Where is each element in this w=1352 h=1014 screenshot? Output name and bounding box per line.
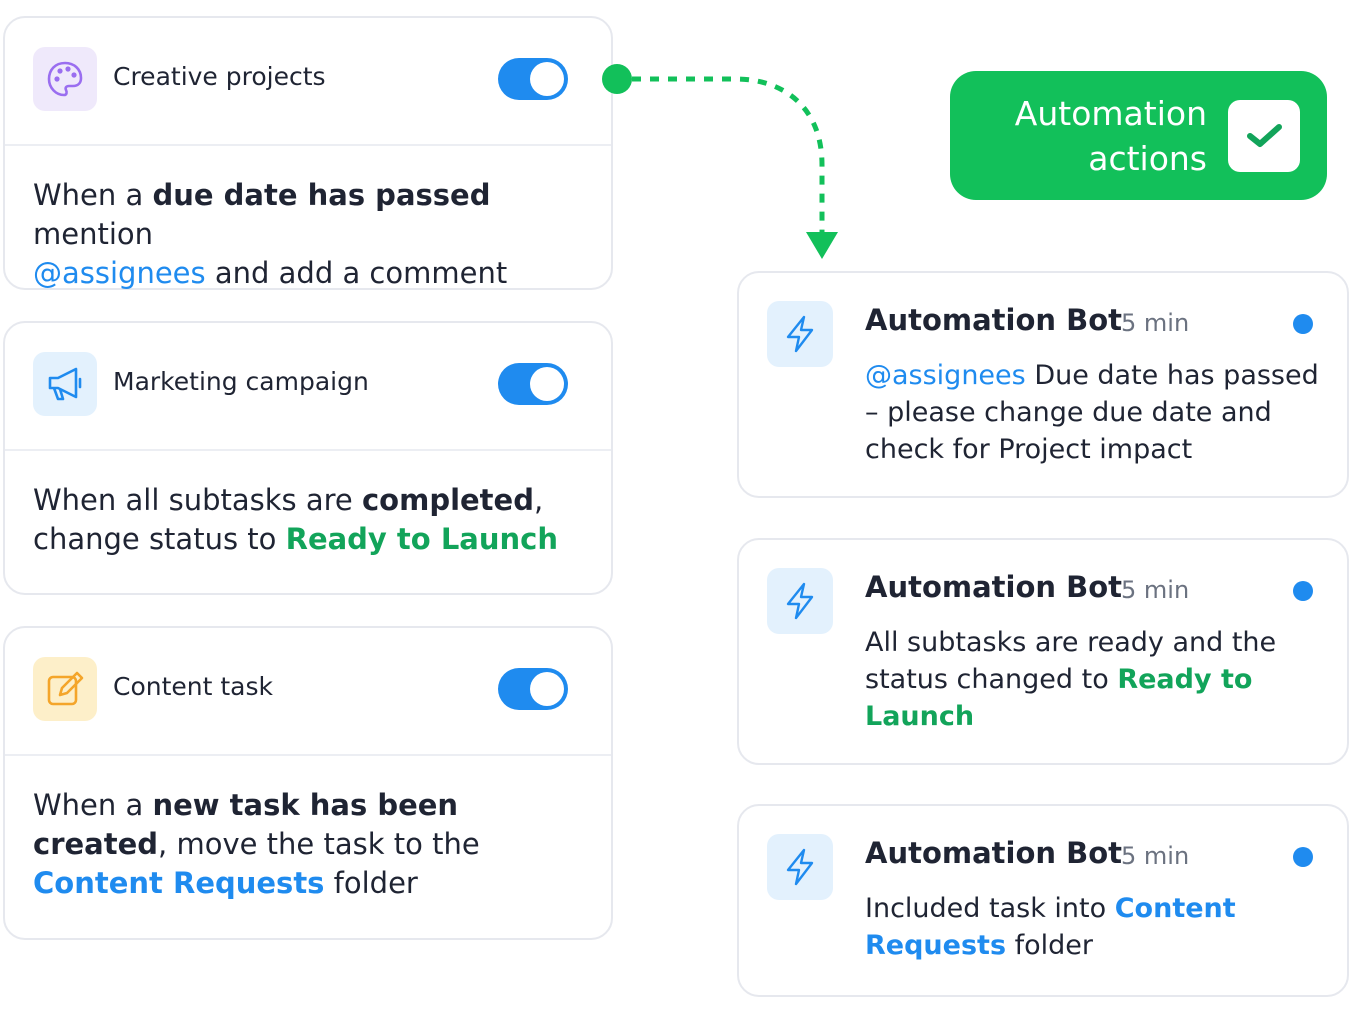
desc-text: When a [33, 788, 153, 822]
unread-dot [1293, 314, 1313, 334]
desc-text: folder [324, 866, 418, 900]
content-requests-link[interactable]: Content Requests [865, 893, 1236, 961]
message-timestamp: 5 min [1121, 576, 1190, 604]
content-requests-link[interactable]: Content Requests [33, 866, 325, 900]
megaphone-icon [33, 352, 97, 416]
badge-line: Automation [1014, 94, 1207, 133]
rule-toggle[interactable] [498, 58, 568, 100]
message-timestamp: 5 min [1121, 309, 1190, 337]
bot-message-text: Included task into Content Requests fold… [865, 890, 1331, 964]
bot-message-text: @assignees Due date has passed – please … [865, 357, 1331, 468]
lightning-icon [767, 834, 833, 900]
bot-name: Automation Bot [865, 836, 1123, 870]
bot-name: Automation Bot [865, 570, 1123, 604]
desc-text: When a [33, 178, 153, 212]
toggle-knob [530, 62, 564, 96]
message-timestamp: 5 min [1121, 842, 1190, 870]
rule-title: Marketing campaign [113, 367, 369, 396]
assignees-mention[interactable]: @assignees [865, 360, 1026, 391]
rule-card-marketing-campaign: Marketing campaign When all subtasks are… [3, 321, 613, 595]
connector-arrow [602, 64, 838, 259]
rule-card-creative-projects: Creative projects When a due date has pa… [3, 16, 613, 290]
desc-bold: due date has passed [152, 178, 491, 212]
unread-dot [1293, 847, 1313, 867]
rule-header: Marketing campaign [5, 323, 611, 451]
desc-text: , change status to [33, 483, 544, 556]
rule-description: When a due date has passed mention @assi… [5, 146, 611, 293]
rule-title: Content task [113, 672, 273, 701]
lightning-icon [767, 568, 833, 634]
desc-text: mention [33, 217, 154, 251]
automation-actions-badge: Automation actions [950, 71, 1327, 200]
rule-description: When a new task has been created, move t… [5, 756, 611, 903]
bot-message-card: Automation Bot 5 min All subtasks are re… [737, 538, 1349, 765]
desc-bold: new task has been created [33, 788, 459, 861]
rule-title: Creative projects [113, 62, 326, 91]
desc-bold: completed [361, 483, 534, 517]
unread-dot [1293, 581, 1313, 601]
lightning-icon [767, 301, 833, 367]
rule-card-content-task: Content task When a new task has been cr… [3, 626, 613, 940]
toggle-knob [530, 672, 564, 706]
bot-message-card: Automation Bot 5 min @assignees Due date… [737, 271, 1349, 498]
palette-icon [33, 47, 97, 111]
message-text: folder [1006, 930, 1093, 961]
bot-message-card: Automation Bot 5 min Included task into … [737, 804, 1349, 997]
rule-description: When all subtasks are completed, change … [5, 451, 611, 559]
badge-line: actions [1088, 139, 1207, 178]
rule-header: Creative projects [5, 18, 611, 146]
message-text: Due date has passed – please change due … [865, 360, 1319, 465]
message-text: Included task into [865, 893, 1115, 924]
rule-header: Content task [5, 628, 611, 756]
toggle-knob [530, 367, 564, 401]
desc-text: When all subtasks are [33, 483, 362, 517]
bot-message-text: All subtasks are ready and the status ch… [865, 624, 1331, 735]
badge-label: Automation actions [1015, 91, 1207, 181]
message-text: All subtasks are ready and the status ch… [865, 627, 1277, 695]
status-ready-to-launch: Ready to Launch [865, 664, 1253, 732]
rule-toggle[interactable] [498, 363, 568, 405]
rule-toggle[interactable] [498, 668, 568, 710]
bot-name: Automation Bot [865, 303, 1123, 337]
edit-icon [33, 657, 97, 721]
status-ready-to-launch: Ready to Launch [285, 522, 558, 556]
check-icon [1228, 100, 1300, 172]
desc-text: , move the task to the [158, 827, 480, 861]
desc-text: and add a comment [205, 256, 508, 290]
assignees-mention[interactable]: @assignees [33, 256, 206, 290]
